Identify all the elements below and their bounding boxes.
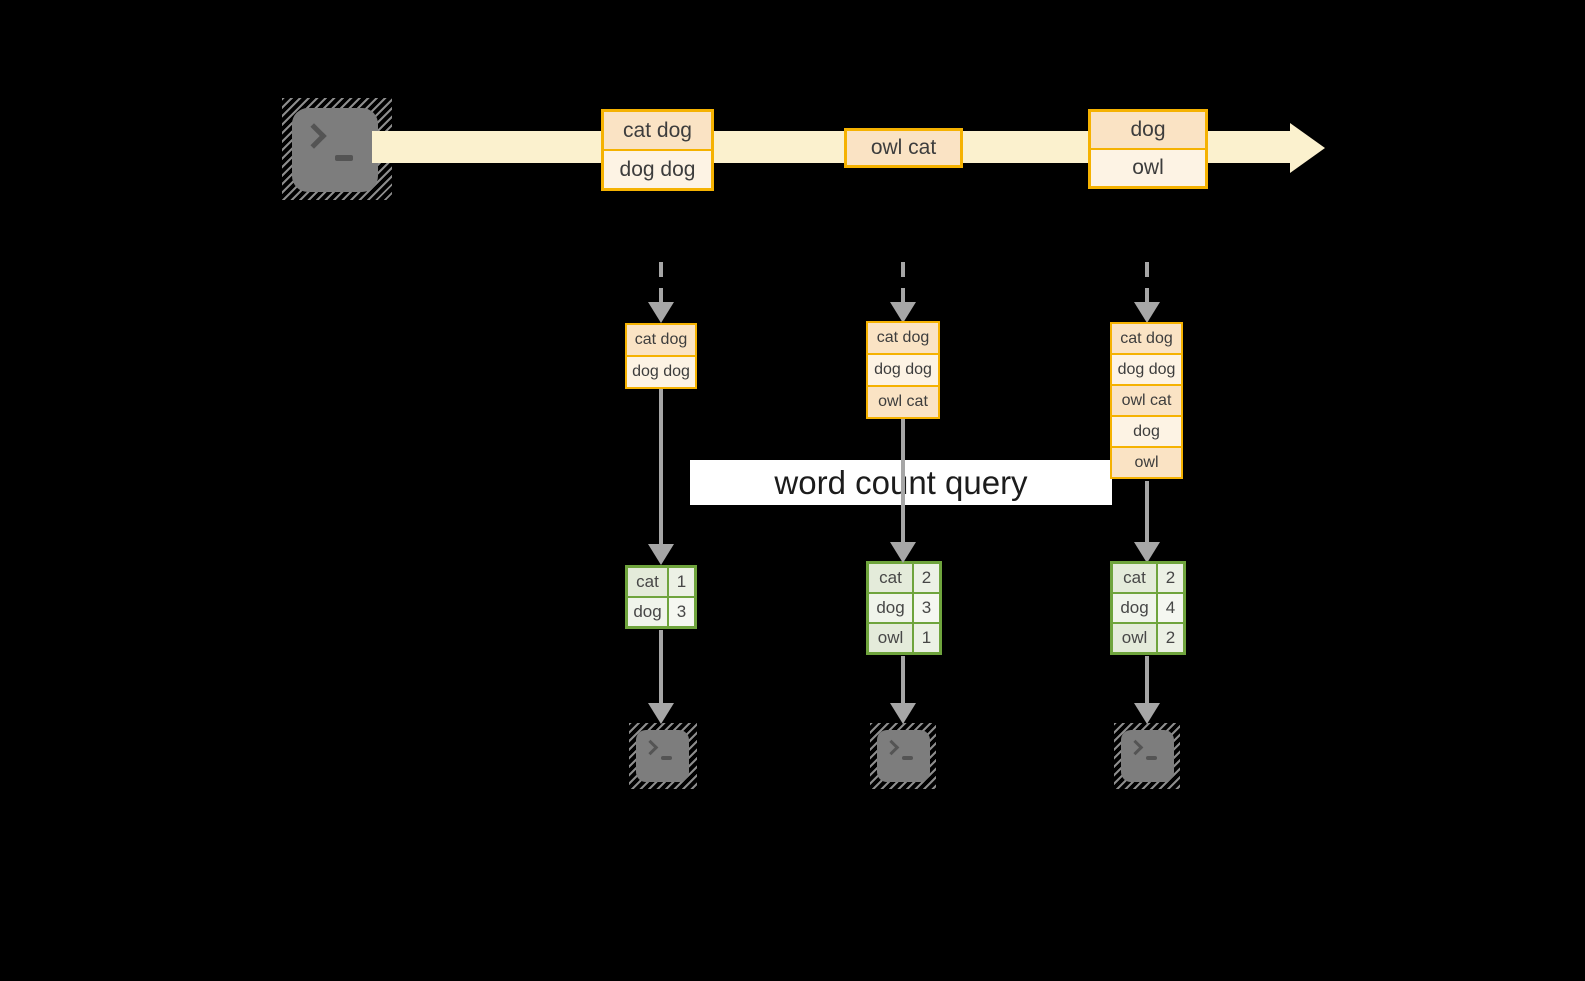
buffer-row: cat dog (627, 325, 695, 355)
count-cell: 2 (914, 564, 939, 592)
output-terminal-icon (870, 723, 936, 789)
record-row: owl cat (847, 131, 960, 165)
arrow (901, 419, 905, 544)
dashed-arrow (901, 262, 905, 304)
arrow (1145, 656, 1149, 706)
record-row: dog (1091, 112, 1205, 148)
arrow (1145, 481, 1149, 544)
word-cell: cat (628, 568, 667, 596)
prompt-underscore-icon (902, 756, 913, 760)
word-cell: dog (1113, 594, 1156, 622)
prompt-underscore-icon (1146, 756, 1157, 760)
word-cell: owl (1113, 624, 1156, 652)
arrowhead-icon (648, 544, 674, 565)
dashed-arrowhead-icon (1134, 302, 1160, 323)
arrowhead-icon (1134, 542, 1160, 563)
count-table: cat 1 dog 3 (625, 565, 697, 629)
prompt-chevron-icon (301, 123, 327, 149)
arrow (659, 388, 663, 546)
buffer-row: dog dog (1112, 355, 1181, 384)
prompt-chevron-icon (883, 739, 900, 756)
arrowhead-icon (890, 542, 916, 563)
buffer-row: dog dog (627, 357, 695, 387)
buffer-row: cat dog (868, 323, 938, 353)
buffer-row: cat dog (1112, 324, 1181, 353)
arrowhead-icon (890, 703, 916, 724)
buffer-row: owl cat (1112, 386, 1181, 415)
count-cell: 2 (1158, 564, 1183, 592)
count-cell: 1 (669, 568, 694, 596)
terminal-icon (636, 730, 689, 782)
buffer-row: dog dog (868, 355, 938, 385)
buffer-row: owl (1112, 448, 1181, 477)
buffer-stack: cat dog dog dog owl cat dog owl (1110, 322, 1183, 479)
record-row: owl (1091, 150, 1205, 186)
arrow (901, 656, 905, 706)
dashed-arrow (659, 262, 663, 304)
count-cell: 1 (914, 624, 939, 652)
prompt-underscore-icon (661, 756, 672, 760)
arrow (659, 630, 663, 706)
output-terminal-icon (629, 723, 697, 789)
prompt-underscore-icon (335, 155, 353, 161)
stream-arrowhead-icon (1290, 123, 1325, 173)
stream-record-box: owl cat (844, 128, 963, 168)
dashed-arrowhead-icon (648, 302, 674, 323)
dashed-arrow (1145, 262, 1149, 304)
count-cell: 2 (1158, 624, 1183, 652)
prompt-chevron-icon (642, 739, 659, 756)
stream-record-box: dog owl (1088, 109, 1208, 189)
count-table: cat 2 dog 3 owl 1 (866, 561, 942, 655)
output-terminal-icon (1114, 723, 1180, 789)
word-cell: owl (869, 624, 912, 652)
record-row: dog dog (604, 151, 711, 188)
count-cell: 3 (914, 594, 939, 622)
terminal-icon (1121, 730, 1174, 782)
word-cell: cat (869, 564, 912, 592)
prompt-chevron-icon (1127, 739, 1144, 756)
word-cell: dog (628, 598, 667, 626)
buffer-row: owl cat (868, 387, 938, 417)
count-cell: 3 (669, 598, 694, 626)
buffer-stack: cat dog dog dog owl cat (866, 321, 940, 419)
buffer-stack: cat dog dog dog (625, 323, 697, 389)
record-row: cat dog (604, 112, 711, 149)
word-cell: cat (1113, 564, 1156, 592)
arrowhead-icon (1134, 703, 1160, 724)
arrowhead-icon (648, 703, 674, 724)
stream-record-box: cat dog dog dog (601, 109, 714, 191)
dashed-arrowhead-icon (890, 302, 916, 323)
count-cell: 4 (1158, 594, 1183, 622)
buffer-row: dog (1112, 417, 1181, 446)
terminal-icon (877, 730, 930, 782)
terminal-icon (292, 108, 378, 192)
count-table: cat 2 dog 4 owl 2 (1110, 561, 1186, 655)
word-cell: dog (869, 594, 912, 622)
